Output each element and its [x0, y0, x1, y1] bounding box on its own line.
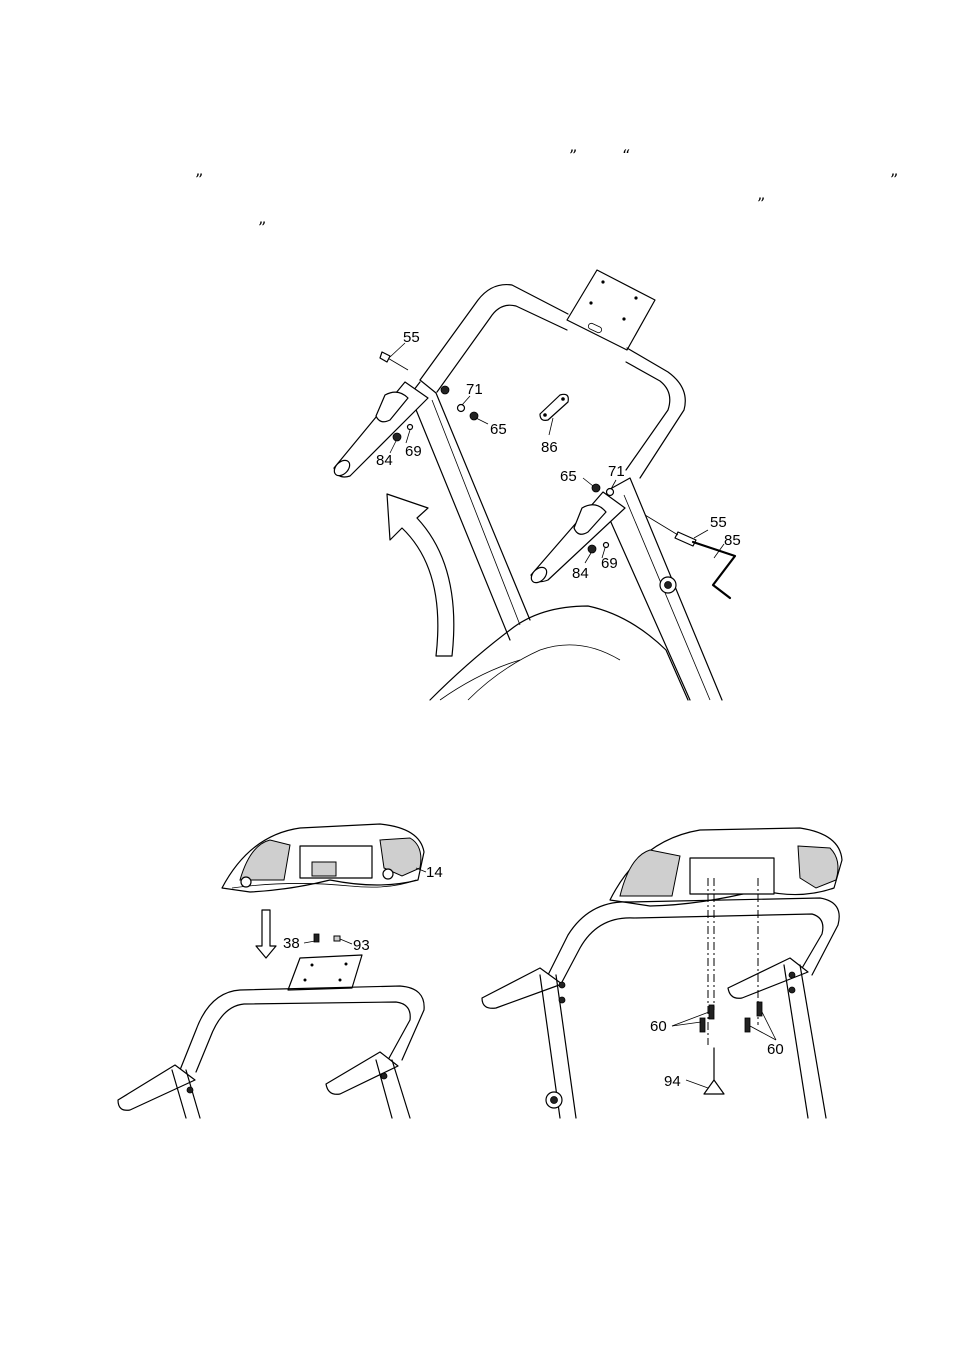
allen-key-part-85: [691, 540, 737, 600]
console-mount-plate: [566, 269, 656, 351]
screws-part-60: [699, 1001, 763, 1033]
right-grip: [530, 491, 626, 584]
quote-mark-2: “: [622, 146, 631, 165]
label-part-84-right: 84: [572, 565, 589, 582]
quote-mark-1: ”: [569, 146, 578, 165]
diagram-console-fasten: 60 60 94: [481, 827, 843, 1119]
quote-mark-4: ”: [890, 170, 899, 189]
label-part-60-left: 60: [650, 1018, 667, 1035]
fold-direction-arrow: [386, 493, 455, 657]
label-part-85: 85: [724, 532, 741, 549]
hardware-38-93: [313, 933, 341, 943]
label-part-69-left: 69: [405, 443, 422, 460]
leader-lines-top: [389, 342, 725, 564]
diagram-handlebar-fold: 55 71 65 86 84 69 65 71 55 85 84 69: [333, 269, 741, 701]
label-part-93: 93: [353, 937, 370, 954]
handlebar-frame-left-view: [117, 985, 425, 1119]
label-part-71-left: 71: [466, 381, 483, 398]
label-part-38: 38: [283, 935, 300, 952]
bracket-part-86: [539, 393, 569, 421]
hardware-right: [587, 483, 697, 554]
quote-mark-3: ”: [195, 170, 204, 189]
diagram-console-install: 14 38 93: [117, 823, 443, 1119]
quote-mark-6: ”: [258, 218, 267, 237]
quote-mark-5: ”: [757, 194, 766, 213]
install-direction-arrow: [255, 909, 277, 959]
label-part-55-left: 55: [403, 329, 420, 346]
handlebar-frame: [419, 283, 686, 479]
label-part-65-left: 65: [490, 421, 507, 438]
left-grip: [333, 381, 429, 478]
hardware-left: [379, 351, 479, 442]
console-mount-plate-left: [287, 954, 363, 991]
label-part-69-right: 69: [601, 555, 618, 572]
left-upright: [409, 379, 531, 641]
console-mounted: [609, 827, 843, 907]
handlebar-frame-right-view: [481, 897, 840, 1119]
motor-cover: [429, 605, 689, 701]
t-wrench-part-94: [703, 1047, 725, 1095]
label-part-65-right: 65: [560, 468, 577, 485]
console-part-14: [221, 823, 425, 893]
label-part-55-right: 55: [710, 514, 727, 531]
label-part-84-left: 84: [376, 452, 393, 469]
label-part-71-right: 71: [608, 463, 625, 480]
label-part-60-right: 60: [767, 1041, 784, 1058]
label-part-94: 94: [664, 1073, 681, 1090]
label-part-86: 86: [541, 439, 558, 456]
label-part-14: 14: [426, 864, 443, 881]
